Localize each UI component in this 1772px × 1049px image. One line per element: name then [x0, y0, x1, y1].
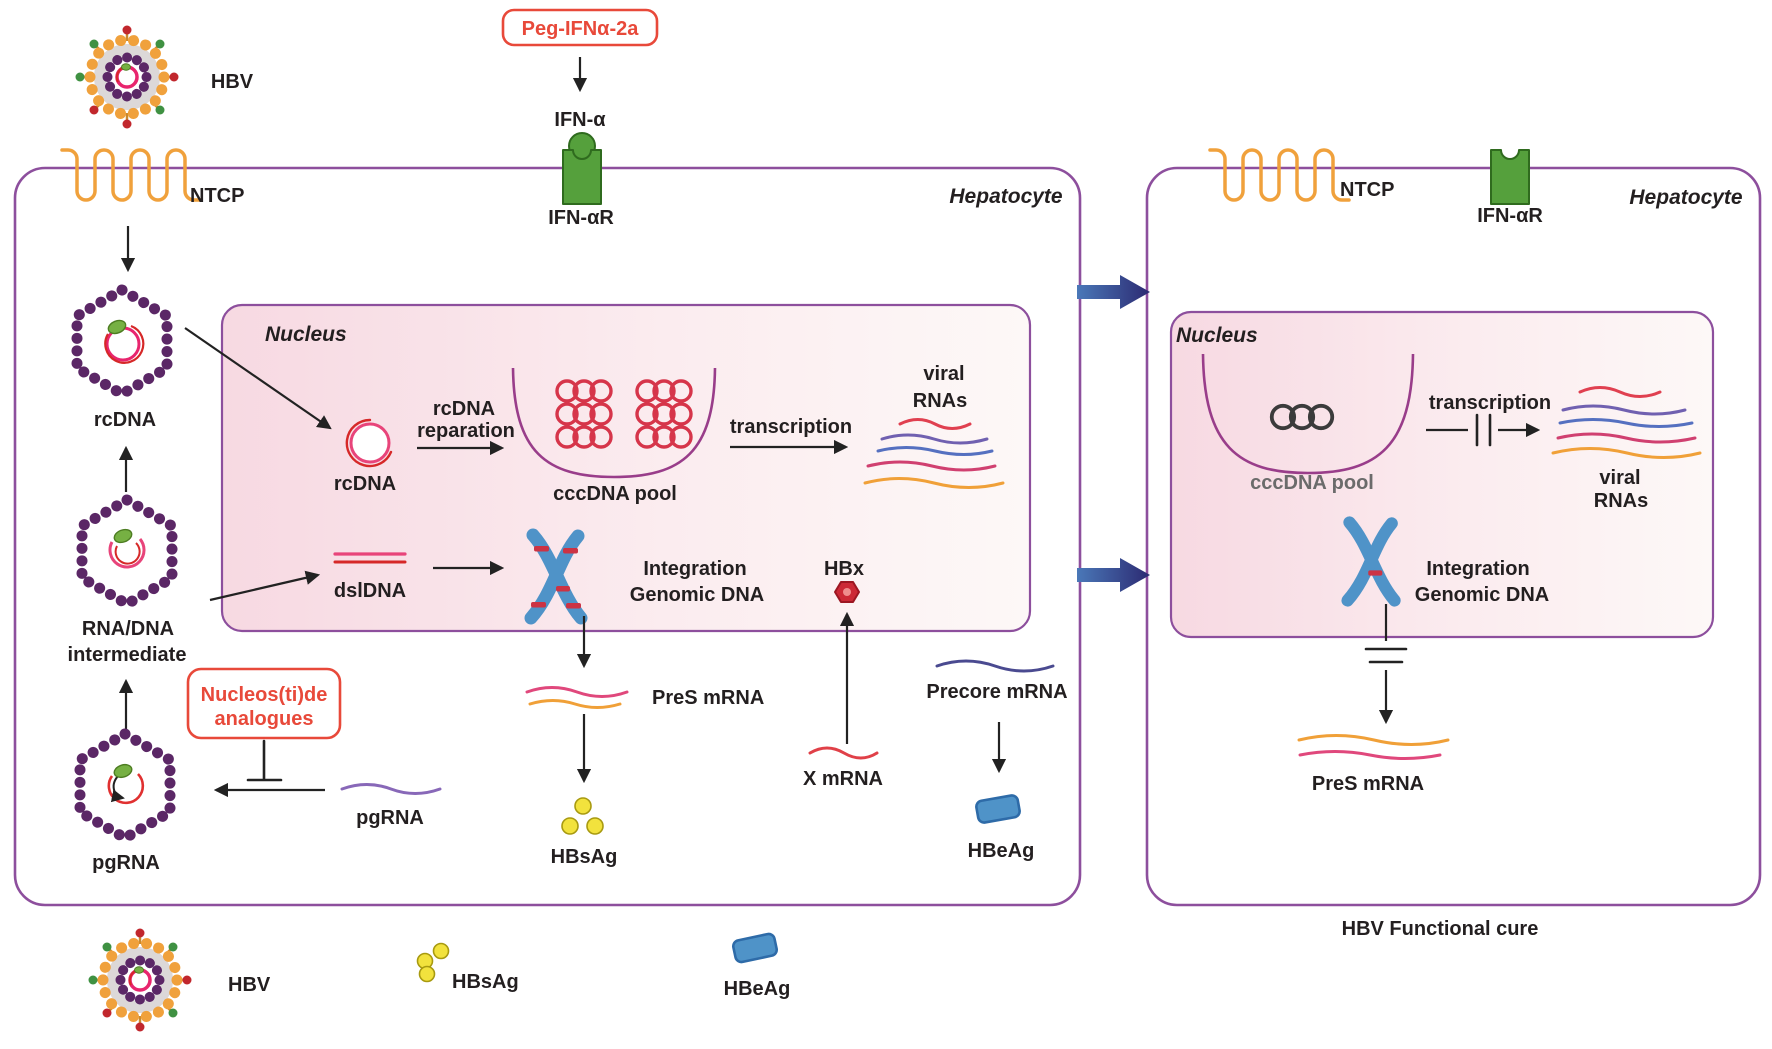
pres-mrna-right-icon [1297, 734, 1450, 760]
legend-hbv-icon [89, 929, 192, 1032]
viral-rnas-left-icon [863, 418, 1005, 489]
right-nucleus [1169, 310, 1715, 639]
hbx-protein-icon [834, 581, 860, 603]
inhibition-tbar [246, 739, 283, 782]
x-mrna-icon [808, 746, 879, 760]
functional-cure-caption: HBV Functional cure [1342, 918, 1539, 940]
pgrna-capsid-label: pgRNA [92, 852, 160, 874]
pres-mrna-right-label: PreS mRNA [1312, 773, 1424, 795]
dsldna-label: dslDNA [334, 580, 406, 602]
cccdna-pool-bowl-icon [511, 367, 717, 479]
cccdna-pool-bowl-right-icon [1201, 353, 1415, 475]
precore-mrna-icon [935, 659, 1055, 673]
nucleoside-analogues-box [186, 667, 342, 740]
left-nucleus [220, 303, 1032, 633]
dsldna-icon [333, 552, 407, 564]
viral-rnas-left-label-2: RNAs [913, 390, 967, 412]
hbx-label: HBx [824, 558, 864, 580]
peg-ifn-label: Peg-IFNα-2a [522, 18, 640, 40]
ntcp-right-label: NTCP [1340, 179, 1394, 201]
pgrna-capsid-icon [80, 734, 170, 838]
rcdna-capsid-icon [77, 290, 167, 394]
left-nucleus-title: Nucleus [265, 323, 347, 346]
na-label-1: Nucleos(ti)de [201, 684, 328, 706]
integration-right-label-2: Genomic DNA [1415, 584, 1549, 606]
ifn-receptor-right-label: IFN-αR [1477, 205, 1543, 227]
chromosome-left-icon [531, 535, 581, 618]
ifn-receptor-left-icon [562, 149, 602, 205]
hbsag-left-icon [561, 797, 604, 835]
ifn-receptor-left-label: IFN-αR [548, 207, 614, 229]
viral-rnas-right-icon [1551, 386, 1702, 459]
right-hepatocyte-title: Hepatocyte [1629, 186, 1743, 209]
peg-ifn-box [501, 8, 659, 47]
reparation-label-2: reparation [417, 420, 515, 442]
rcdna-free-icon [345, 418, 393, 468]
rcdna-free-label: rcDNA [334, 473, 396, 495]
precore-mrna-label: Precore mRNA [926, 681, 1067, 703]
cccdna-pool-label: cccDNA pool [553, 483, 677, 505]
ifn-alpha-label: IFN-α [554, 109, 606, 131]
transcription-right-label: transcription [1429, 392, 1551, 414]
viral-rnas-right-label-1: viral [1599, 467, 1640, 489]
left-hepatocyte-title: Hepatocyte [949, 185, 1063, 208]
transition-arrow-top [1077, 275, 1150, 309]
hbeag-left-label: HBeAg [968, 840, 1035, 862]
pres-mrna-left-icon [525, 686, 629, 709]
transition-arrow-bottom [1077, 558, 1150, 592]
rna-dna-label-2: intermediate [68, 644, 187, 666]
integration-left-label-2: Genomic DNA [630, 584, 764, 606]
arrow-capsid-to-nucleus [184, 327, 332, 430]
rna-dna-capsid-icon [82, 500, 172, 604]
rna-dna-label-1: RNA/DNA [82, 618, 174, 640]
pres-mrna-left-label: PreS mRNA [652, 687, 764, 709]
pgrna-line-label: pgRNA [356, 807, 424, 829]
hbv-label: HBV [211, 71, 254, 93]
ifn-receptor-right-icon [1490, 149, 1530, 205]
blocked-transcription-arrow [1426, 413, 1541, 447]
blocked-integration-arrow [1364, 604, 1408, 725]
arrow-capsid-to-dsldna [209, 570, 321, 602]
rcdna-capsid-label: rcDNA [94, 409, 156, 431]
viral-rnas-left-label-1: viral [923, 363, 964, 385]
pgrna-line-icon [340, 783, 442, 795]
hbv-virion-icon [76, 26, 179, 129]
integration-left-label-1: Integration [643, 558, 746, 580]
legend-hbeag-icon [731, 932, 779, 964]
legend-hbsag-label: HBsAg [452, 971, 519, 993]
hbsag-left-label: HBsAg [551, 846, 618, 868]
na-label-2: analogues [215, 708, 314, 730]
cccdna-pool-right-label: cccDNA pool [1250, 472, 1374, 494]
ntcp-left-label: NTCP [190, 185, 244, 207]
hbeag-left-icon [975, 794, 1021, 824]
legend-hbsag-icon [416, 942, 450, 983]
reparation-label-1: rcDNA [433, 398, 495, 420]
chromosome-right-icon [1348, 522, 1395, 600]
viral-rnas-right-label-2: RNAs [1594, 490, 1648, 512]
legend-hbeag-label: HBeAg [724, 978, 791, 1000]
legend-hbv-label: HBV [228, 974, 271, 996]
transcription-left-label: transcription [730, 416, 852, 438]
integration-right-label-1: Integration [1426, 558, 1529, 580]
x-mrna-label: X mRNA [803, 768, 883, 790]
right-nucleus-title: Nucleus [1176, 324, 1258, 347]
